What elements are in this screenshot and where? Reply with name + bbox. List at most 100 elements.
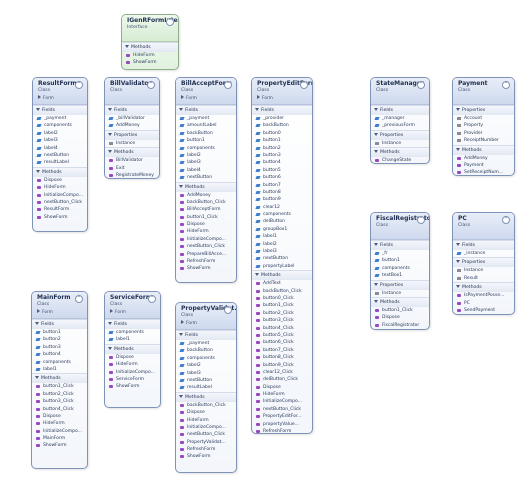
member-field[interactable]: button8 xyxy=(252,189,312,196)
member-method[interactable]: nextButton_Click xyxy=(176,243,236,250)
interface-box-igenrforminterface[interactable]: IGenRFormInterfaceInterface˄MethodsHideF… xyxy=(121,14,179,70)
member-field[interactable]: label3 xyxy=(176,370,236,377)
member-method[interactable]: ChangeState xyxy=(371,157,429,163)
member-field[interactable]: button2 xyxy=(32,336,87,343)
member-method[interactable]: button3_Click xyxy=(252,317,312,324)
collapse-chevron-icon[interactable]: ˄ xyxy=(75,81,83,89)
member-method[interactable]: ShowForm xyxy=(122,59,178,66)
member-method[interactable]: InitializeCompo... xyxy=(105,369,160,376)
member-field[interactable]: amountLabel xyxy=(176,122,236,129)
member-method[interactable]: Dispose xyxy=(176,409,236,416)
member-prop[interactable]: ReceiptNumber xyxy=(453,137,514,144)
member-field[interactable]: label1 xyxy=(32,366,87,373)
section-header-methods[interactable]: Methods xyxy=(252,270,312,281)
member-method[interactable]: InitializeCompo... xyxy=(252,398,312,405)
member-field[interactable]: backButton xyxy=(176,347,236,354)
member-method[interactable]: Dispose xyxy=(252,384,312,391)
member-method[interactable]: clear12_Click xyxy=(252,369,312,376)
member-method[interactable]: ResultForm xyxy=(33,206,87,213)
member-prop[interactable]: Instance xyxy=(371,290,429,297)
member-method[interactable]: button0_Click xyxy=(252,295,312,302)
member-field[interactable]: _payment xyxy=(176,115,236,122)
member-method[interactable]: delButton_Click xyxy=(252,376,312,383)
member-field[interactable]: delButton xyxy=(252,218,312,225)
member-prop[interactable]: Provider xyxy=(453,130,514,137)
member-field[interactable]: label3 xyxy=(33,137,87,144)
collapse-chevron-icon[interactable]: ˄ xyxy=(147,81,155,89)
section-header-fields[interactable]: Fields xyxy=(453,240,514,250)
member-method[interactable]: button1_Click xyxy=(371,307,429,314)
member-method[interactable]: Dispose xyxy=(32,413,87,420)
member-method[interactable]: PropertyEditFor... xyxy=(252,413,312,420)
member-field[interactable]: label2 xyxy=(252,241,312,248)
member-method[interactable]: InitializeCompo... xyxy=(176,236,236,243)
member-method[interactable]: ShowForm xyxy=(105,383,160,390)
member-field[interactable]: label3 xyxy=(252,248,312,255)
member-method[interactable]: ShowForm xyxy=(32,442,87,449)
section-header-properties[interactable]: Properties xyxy=(371,129,429,140)
section-header-methods[interactable]: Methods xyxy=(176,391,236,402)
member-method[interactable]: button4_Click xyxy=(32,406,87,413)
member-method[interactable]: button8_Click xyxy=(252,354,312,361)
section-header-properties[interactable]: Properties xyxy=(453,257,514,268)
member-method[interactable]: button9_Click xyxy=(252,362,312,369)
member-field[interactable]: components xyxy=(176,145,236,152)
collapse-chevron-icon[interactable]: ˄ xyxy=(224,81,232,89)
collapse-chevron-icon[interactable]: ˄ xyxy=(148,295,156,303)
member-field[interactable]: resultLabel xyxy=(176,384,236,391)
member-prop[interactable]: Property xyxy=(453,122,514,129)
section-header-methods[interactable]: Methods xyxy=(371,296,429,307)
member-method[interactable]: Dispose xyxy=(371,314,429,321)
member-field[interactable]: button3 xyxy=(32,344,87,351)
member-method[interactable]: ShowForm xyxy=(176,453,236,460)
member-field[interactable]: components xyxy=(105,329,160,336)
member-method[interactable]: AddText xyxy=(252,280,312,287)
member-method[interactable]: AddMoney xyxy=(453,155,514,162)
section-header-methods[interactable]: Methods xyxy=(32,373,87,384)
member-field[interactable]: groupBox1 xyxy=(252,226,312,233)
member-field[interactable]: propertyLabel xyxy=(252,263,312,270)
member-field[interactable]: components xyxy=(176,355,236,362)
member-field[interactable]: label1 xyxy=(105,336,160,343)
member-field[interactable]: backButton xyxy=(176,130,236,137)
member-method[interactable]: button2_Click xyxy=(32,391,87,398)
member-method[interactable]: AddMoney xyxy=(176,192,236,199)
member-method[interactable]: Exit xyxy=(105,165,159,172)
collapse-chevron-icon[interactable]: ˄ xyxy=(166,18,174,26)
member-field[interactable]: button5 xyxy=(252,167,312,174)
member-method[interactable]: propertyValue... xyxy=(252,421,312,428)
section-header-fields[interactable]: Fields xyxy=(105,319,160,329)
member-method[interactable]: backButton_Click xyxy=(252,288,312,295)
member-method[interactable]: button1_Click xyxy=(32,383,87,390)
collapse-chevron-icon[interactable]: ˄ xyxy=(417,216,425,224)
member-method[interactable]: FiscalRegistrator xyxy=(371,322,429,329)
box-header[interactable]: IGenRFormInterfaceInterface˄ xyxy=(122,15,178,42)
member-field[interactable]: button0 xyxy=(252,130,312,137)
member-method[interactable]: button7_Click xyxy=(252,347,312,354)
collapse-chevron-icon[interactable]: ˄ xyxy=(502,81,510,89)
member-method[interactable]: PropertyValidat... xyxy=(176,439,236,446)
member-prop[interactable]: Instance xyxy=(453,267,514,274)
member-prop[interactable]: Account xyxy=(453,115,514,122)
section-header-methods[interactable]: Methods xyxy=(453,144,514,155)
section-header-fields[interactable]: Fields xyxy=(176,330,236,340)
member-method[interactable]: button4_Click xyxy=(252,325,312,332)
section-header-fields[interactable]: Fields xyxy=(176,105,236,115)
section-header-methods[interactable]: Methods xyxy=(105,343,160,354)
member-field[interactable]: components xyxy=(32,359,87,366)
member-method[interactable]: HideForm xyxy=(176,228,236,235)
member-method[interactable]: MainForm xyxy=(32,435,87,442)
member-method[interactable]: backButton_Click xyxy=(176,402,236,409)
member-field[interactable]: button6 xyxy=(252,174,312,181)
member-method[interactable]: ServiceForm xyxy=(105,376,160,383)
member-method[interactable]: RefreshForm xyxy=(252,428,312,433)
